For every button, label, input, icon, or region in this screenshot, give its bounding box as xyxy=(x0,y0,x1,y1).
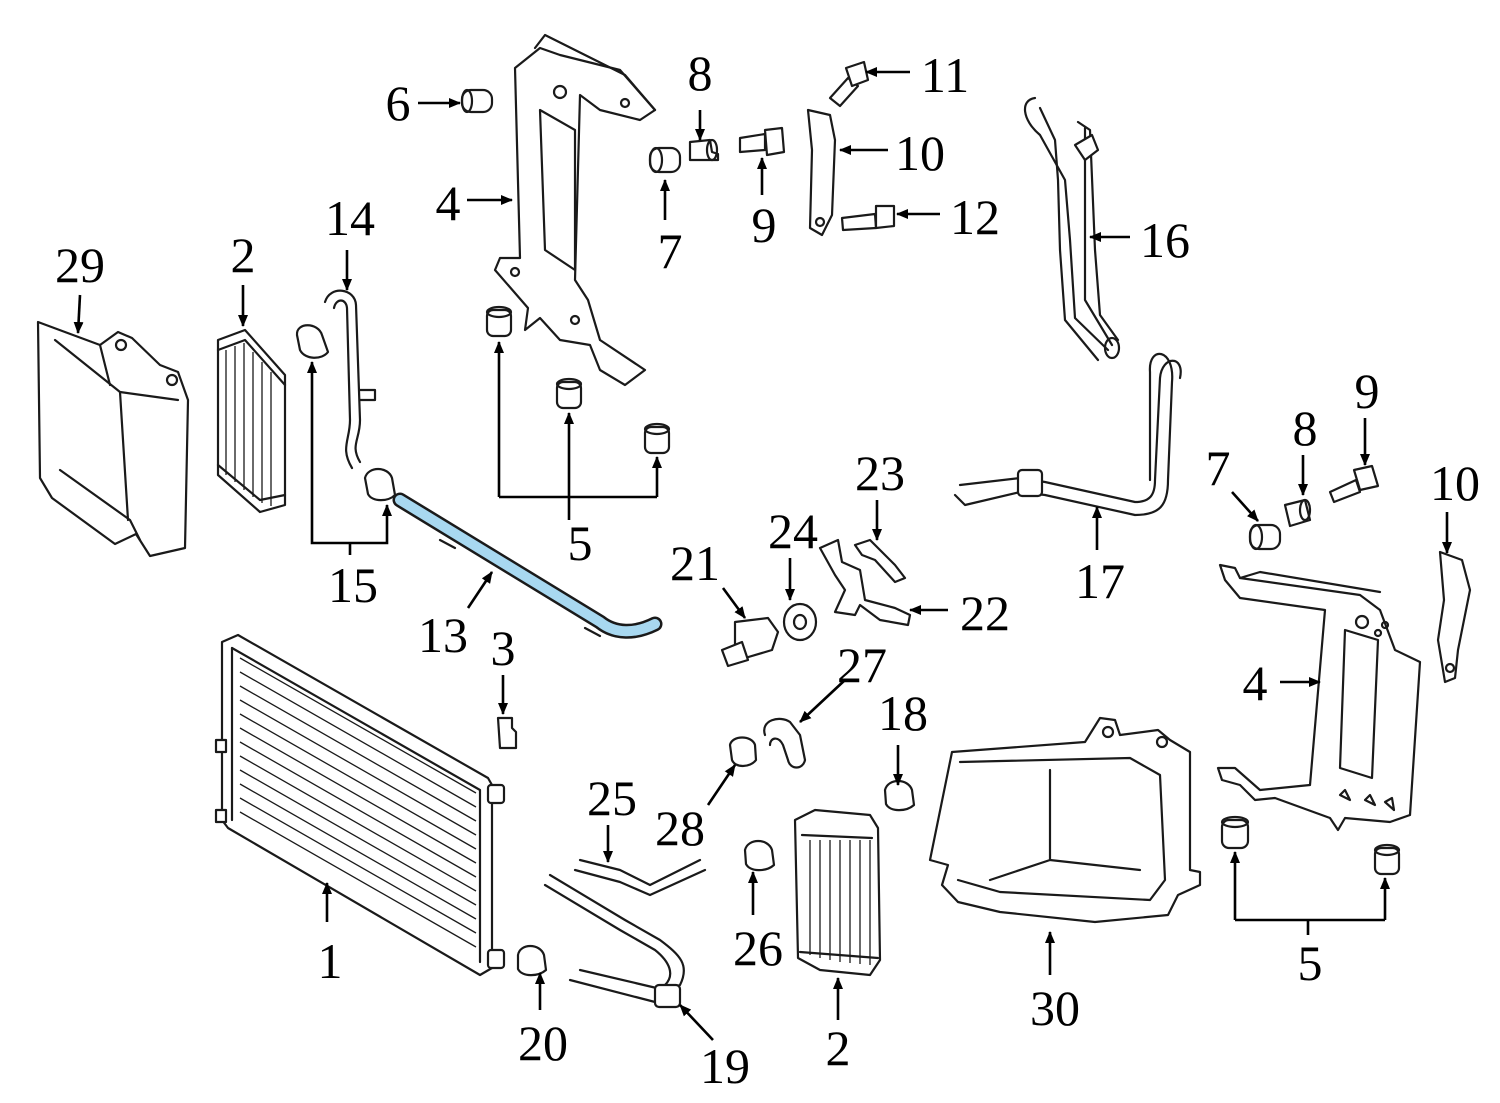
part-29-air-duct xyxy=(36,320,190,558)
callout-19: 19 xyxy=(700,1038,750,1094)
part-21-pump xyxy=(720,616,780,668)
callout-22: 22 xyxy=(960,585,1010,641)
callout-24: 24 xyxy=(768,503,818,559)
callout-13: 13 xyxy=(418,607,468,663)
part-5-isolators-lower xyxy=(1220,815,1401,876)
callout-11: 11 xyxy=(921,47,969,103)
part-13-coolant-pipe-highlighted xyxy=(392,492,663,639)
callout-16: 16 xyxy=(1140,212,1190,268)
callout-21: 21 xyxy=(670,535,720,591)
part-30-air-duct xyxy=(928,716,1202,924)
part-7-bushing-right xyxy=(1248,523,1282,551)
part-10-bracket-right xyxy=(1436,550,1472,684)
part-17-coolant-hose xyxy=(953,352,1182,517)
callout-10-upper: 10 xyxy=(895,125,945,181)
callout-30: 30 xyxy=(1030,980,1080,1036)
part-23-clip xyxy=(853,538,907,584)
callout-8-upper: 8 xyxy=(688,45,713,101)
part-15-hose-clamps xyxy=(295,324,397,502)
part-24-grommet xyxy=(782,602,818,642)
callout-9-upper: 9 xyxy=(752,197,777,253)
part-1-radiator xyxy=(214,633,506,977)
callout-labels: 29 2 14 6 4 5 8 7 9 10 11 12 16 17 15 13… xyxy=(55,45,1480,1094)
callout-27: 27 xyxy=(837,637,887,693)
part-20-clamp xyxy=(516,944,548,977)
part-18-clamp xyxy=(883,779,916,812)
callout-2-center: 2 xyxy=(826,1020,851,1076)
callout-25: 25 xyxy=(587,770,637,826)
callout-4-upper: 4 xyxy=(436,175,461,231)
part-9-bolt-upper xyxy=(738,126,786,157)
callout-3: 3 xyxy=(491,620,516,676)
callout-14: 14 xyxy=(325,190,375,246)
callout-20: 20 xyxy=(518,1015,568,1071)
callout-29: 29 xyxy=(55,237,105,293)
part-28-clamp xyxy=(728,736,758,768)
part-11-bolt xyxy=(828,60,870,108)
callout-5-right: 5 xyxy=(1298,935,1323,991)
part-16-coolant-pipe xyxy=(1024,96,1121,362)
callout-26: 26 xyxy=(733,920,783,976)
part-5-isolators-upper xyxy=(485,305,671,455)
callout-7-upper: 7 xyxy=(658,223,683,279)
part-3-sensor xyxy=(496,716,518,750)
part-12-bolt xyxy=(840,204,896,232)
callout-1: 1 xyxy=(318,933,343,989)
part-10-bracket-upper xyxy=(806,108,837,237)
part-19-hose xyxy=(543,873,686,1009)
callout-4-right: 4 xyxy=(1243,655,1268,711)
callout-17: 17 xyxy=(1075,553,1125,609)
part-25-hose xyxy=(573,858,707,897)
part-6-plug xyxy=(460,88,494,114)
callout-12: 12 xyxy=(950,189,1000,245)
callout-5-upper: 5 xyxy=(568,515,593,571)
callout-18: 18 xyxy=(878,685,928,741)
callout-6: 6 xyxy=(386,75,411,131)
callout-15: 15 xyxy=(328,557,378,613)
callout-9-right: 9 xyxy=(1355,363,1380,419)
part-8-pin-upper xyxy=(688,138,720,162)
part-8-pin-right xyxy=(1283,498,1312,528)
callout-7-right: 7 xyxy=(1206,440,1231,496)
callout-23: 23 xyxy=(855,445,905,501)
part-14-coolant-hose xyxy=(323,289,377,470)
part-9-bolt-right xyxy=(1328,464,1380,504)
part-27-hose xyxy=(763,717,807,769)
leader-lines xyxy=(73,67,1452,1041)
part-26-clamp xyxy=(743,839,776,872)
part-2-auxiliary-radiator-center xyxy=(793,808,882,977)
part-7-bushing-upper xyxy=(648,146,682,174)
part-2-auxiliary-radiator-left xyxy=(216,328,287,514)
callout-28: 28 xyxy=(655,800,705,856)
callout-2-left: 2 xyxy=(231,227,256,283)
callout-8-right: 8 xyxy=(1293,400,1318,456)
callout-10-right: 10 xyxy=(1430,455,1480,511)
part-22-bracket xyxy=(818,538,912,627)
part-4-radiator-bracket-lower xyxy=(1216,563,1422,832)
part-4-radiator-bracket-upper xyxy=(493,33,657,387)
